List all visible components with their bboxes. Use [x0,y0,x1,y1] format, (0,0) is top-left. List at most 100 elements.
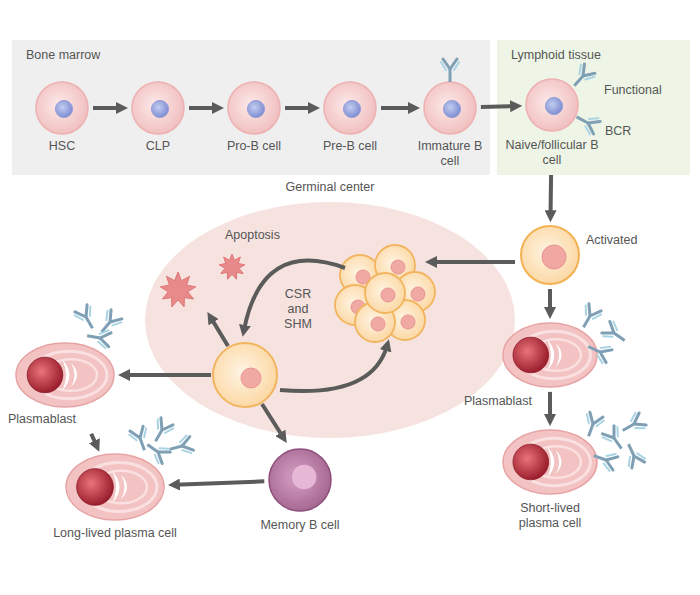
plasmablast-shape [15,342,115,408]
cell-body [16,343,114,407]
callout-label: Functional [604,83,684,98]
cell-nucleus [291,464,317,490]
cell-nucleus [77,469,114,506]
b-cell-shape [323,81,377,135]
antibody [142,437,171,465]
arrow [262,404,283,437]
antibody [618,411,647,438]
cell-body [324,82,376,134]
cell-body [228,82,280,134]
antibodies [73,59,647,472]
cell-body [503,323,597,387]
cell-label: Immature B cell [414,139,486,169]
b-cell: HSC [35,81,89,135]
centrocyte-body [213,343,277,407]
apoptotic-bodies-shape [158,252,258,310]
antibody [86,327,112,349]
arrow [125,373,211,377]
region-title: Germinal center [145,180,515,195]
arrow [432,260,515,264]
antibody [584,338,612,364]
region-title: Lymphoid tissue [511,48,681,63]
cell-nucleus [151,100,168,117]
arrow-connector [481,106,515,107]
centrocyte-nucleus [241,368,261,388]
cell-body [36,82,88,134]
region-band: Bone marrowHSCCLPPro-B cellPre-B cellImm… [12,40,490,175]
centroblast [365,273,405,313]
golgi [556,450,562,474]
callout-label: BCR [605,124,665,139]
golgi [547,339,554,371]
cell-nucleus [513,337,549,373]
memory-cell: Memory B cell [268,448,332,512]
plasmablast: Plasmablast [502,322,598,388]
plasmablast: Plasmablast [15,342,115,408]
b-cell-shape [525,78,579,132]
germinal-center-shape [145,202,515,438]
arrow-connector [548,392,552,419]
antibody [568,63,597,92]
cell-label: Pre-B cell [310,139,390,154]
proliferating-cluster [335,245,435,342]
golgi [547,446,554,478]
golgi [112,471,120,504]
cell-body [526,79,578,131]
cell-nucleus [247,100,264,117]
germinal-center-shape [145,202,515,438]
cell-label: Memory B cell [230,518,370,533]
plasmablast-shape [502,322,598,388]
plasma-cell-shape [502,429,598,495]
arrow-connector [549,175,554,215]
antibody [441,59,459,82]
region-band: Lymphoid tissueNaive/follicular B cell [497,40,690,175]
cell-label: Long-lived plasma cell [35,526,195,541]
golgi [71,363,77,387]
antibody [148,417,175,446]
activated-cell: Activated [520,225,580,285]
cell-body [521,226,579,284]
plasma-cell: Long-lived plasma cell [65,453,165,521]
cell-label: Plasmablast [8,412,98,427]
apoptotic-body [160,272,195,307]
apoptotic-bodies: Apoptosis [158,252,258,310]
arrow-connector [175,481,264,484]
cell-body [269,449,331,511]
antibody [73,304,100,333]
arrow-connector [93,106,121,110]
antibody [620,440,646,468]
germinal-center: Germinal centerApoptosis [145,202,515,438]
cell-label: Activated [586,233,676,248]
cell-body [424,82,476,134]
antibody [576,303,603,332]
layout-arrows [125,261,515,437]
antibody [580,412,605,440]
cell-nucleus [542,245,566,269]
b-cell-shape [131,81,185,135]
antibody [601,320,630,348]
cell-nucleus [27,357,63,393]
b-cell-shape [227,81,281,135]
cell-label: Apoptosis [225,228,315,243]
b-cell-shape [35,81,89,135]
cell-body [66,454,164,520]
memory-cell-shape [268,448,332,512]
golgi [121,475,127,499]
cell-body [503,430,597,494]
b-cell: Immature B cell [423,81,477,135]
cell-label: HSC [22,139,102,154]
arrow-connector [381,106,413,110]
antibody [572,109,601,136]
arrow [211,318,228,346]
b-cell: Pro-B cell [227,81,281,135]
activated-cell-shape [520,225,580,285]
arrow-connector [189,106,217,110]
cell-label: Short-lived plasma cell [505,501,595,531]
golgi [62,359,70,391]
cell-nucleus [55,100,72,117]
plasma-cell: Short-lived plasma cell [502,429,598,495]
arrow-connector [285,106,313,110]
